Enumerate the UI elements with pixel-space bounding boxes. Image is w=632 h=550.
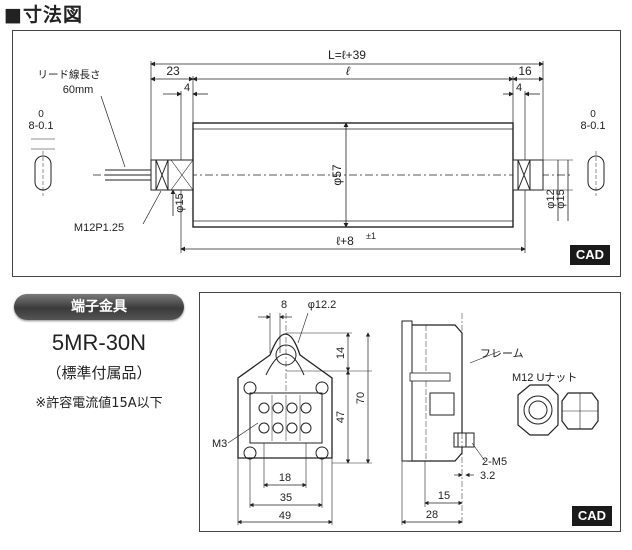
u-nut-label: M12 Uナット	[512, 371, 577, 384]
motor-drawing: リード線長さ 60mm 0 8-0.1 0 8-0.1 L=ℓ+39 23 ℓ …	[28, 48, 606, 253]
section-title: ■寸法図	[4, 4, 83, 26]
terminal-current-note: ※許容電流値15A以下	[35, 396, 163, 411]
dim-phi12: φ12	[545, 189, 557, 208]
frame-label: フレーム	[480, 347, 524, 360]
motor-drawing-panel: リード線長さ 60mm 0 8-0.1 0 8-0.1 L=ℓ+39 23 ℓ …	[12, 30, 621, 277]
dim-16: 16	[518, 64, 532, 78]
cad-badge-bottom[interactable]: CAD	[572, 506, 612, 526]
cad-badge-top[interactable]: CAD	[570, 245, 610, 265]
dim-23: 23	[166, 64, 180, 78]
dim-47: 47	[335, 411, 347, 423]
tol-main-left: 8-0.1	[28, 120, 53, 132]
dim-4-left: 4	[184, 82, 190, 94]
terminal-pill: 端子金具	[14, 294, 184, 320]
dim-3-2: 3.2	[480, 470, 495, 482]
dim-l8: ℓ+8	[336, 234, 354, 248]
dim-phi12-2: φ12.2	[308, 299, 337, 311]
lead-length-label: リード線長さ	[38, 68, 101, 81]
tol-top-right: 0	[590, 109, 596, 120]
dim-49: 49	[279, 510, 291, 522]
dim-total: L=ℓ+39	[328, 48, 366, 62]
dim-28: 28	[426, 509, 438, 521]
dim-18: 18	[279, 472, 291, 484]
tol-top-left: 0	[38, 109, 44, 120]
terminal-drawing-panel: 8 φ12.2 14 47 70 18 35 49 M3 フレーム M12 Uナ…	[199, 292, 621, 532]
dim-phi15-left: φ15	[174, 193, 186, 212]
dim-15: 15	[438, 490, 450, 502]
tol-main-right: 8-0.1	[580, 120, 605, 132]
terminal-model: 5MR-30N	[51, 330, 147, 355]
dim-l: ℓ	[346, 64, 351, 78]
terminal-drawing: 8 φ12.2 14 47 70 18 35 49 M3 フレーム M12 Uナ…	[212, 299, 599, 525]
dim-phi15-right: φ15	[555, 189, 567, 208]
m5-label: 2-M5	[482, 456, 507, 468]
m3-label: M3	[212, 438, 227, 450]
lead-length-value: 60mm	[63, 84, 94, 96]
dim-8: 8	[281, 299, 287, 311]
dim-35: 35	[280, 492, 292, 504]
dim-4-right: 4	[516, 82, 522, 94]
thread-label: M12P1.25	[74, 222, 124, 234]
dim-70: 70	[355, 392, 367, 404]
dim-phi57: φ57	[330, 164, 344, 185]
terminal-standard-note: （標準付属品）	[46, 364, 152, 382]
dim-pm1: ±1	[366, 231, 376, 241]
dim-14: 14	[335, 347, 347, 359]
